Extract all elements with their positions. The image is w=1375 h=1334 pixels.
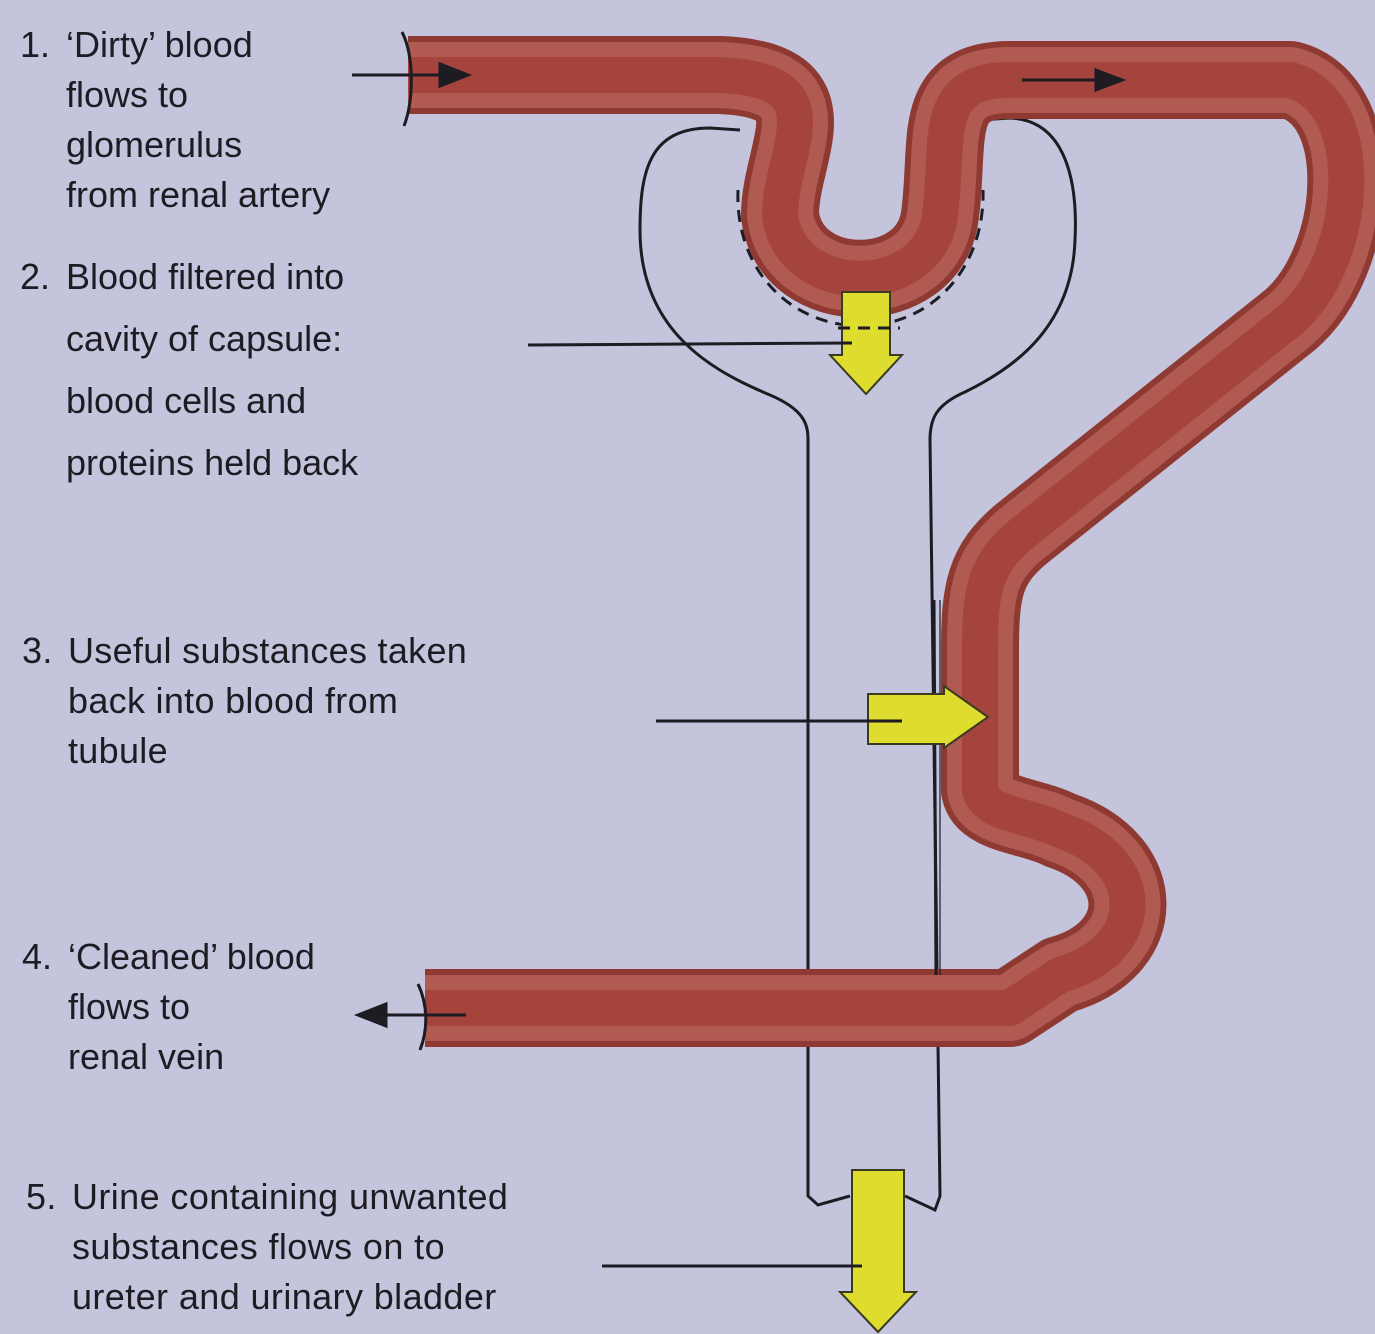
label-line: substances flows on to (26, 1222, 508, 1272)
label-line: proteins held back (20, 432, 358, 494)
pointer-line-step-2 (528, 343, 852, 345)
label-line: renal vein (22, 1032, 315, 1082)
label-line: blood cells and (20, 370, 358, 432)
label-line: ‘Dirty’ blood (20, 20, 330, 70)
step-number: 5. (26, 1172, 57, 1222)
step-number: 4. (22, 932, 52, 982)
step-3-label: 3. Useful substances taken back into blo… (22, 626, 467, 776)
label-line: back into blood from (22, 676, 467, 726)
label-line: ureter and urinary bladder (26, 1272, 508, 1322)
step-1-label: 1. ‘Dirty’ blood flows to glomerulus fro… (20, 20, 330, 220)
renal-vein-cut-end (418, 984, 426, 1050)
label-line: Useful substances taken (22, 626, 467, 676)
step-4-label: 4. ‘Cleaned’ blood flows to renal vein (22, 932, 315, 1082)
step-2-label: 2. Blood filtered into cavity of capsule… (20, 246, 358, 494)
step-number: 3. (22, 626, 53, 676)
label-line: from renal artery (20, 170, 330, 220)
label-line: cavity of capsule: (20, 308, 358, 370)
label-line: glomerulus (20, 120, 330, 170)
blood-vessel (408, 75, 1346, 1008)
step-5-label: 5. Urine containing unwanted substances … (26, 1172, 508, 1322)
step-number: 2. (20, 246, 50, 308)
label-line: Urine containing unwanted (26, 1172, 508, 1222)
label-line: ‘Cleaned’ blood (22, 932, 315, 982)
yellow-block-arrow-down (840, 1170, 916, 1332)
label-line: tubule (22, 726, 467, 776)
label-line: flows to (20, 70, 330, 120)
step-number: 1. (20, 20, 50, 70)
label-line: Blood filtered into (20, 246, 358, 308)
label-line: flows to (22, 982, 315, 1032)
